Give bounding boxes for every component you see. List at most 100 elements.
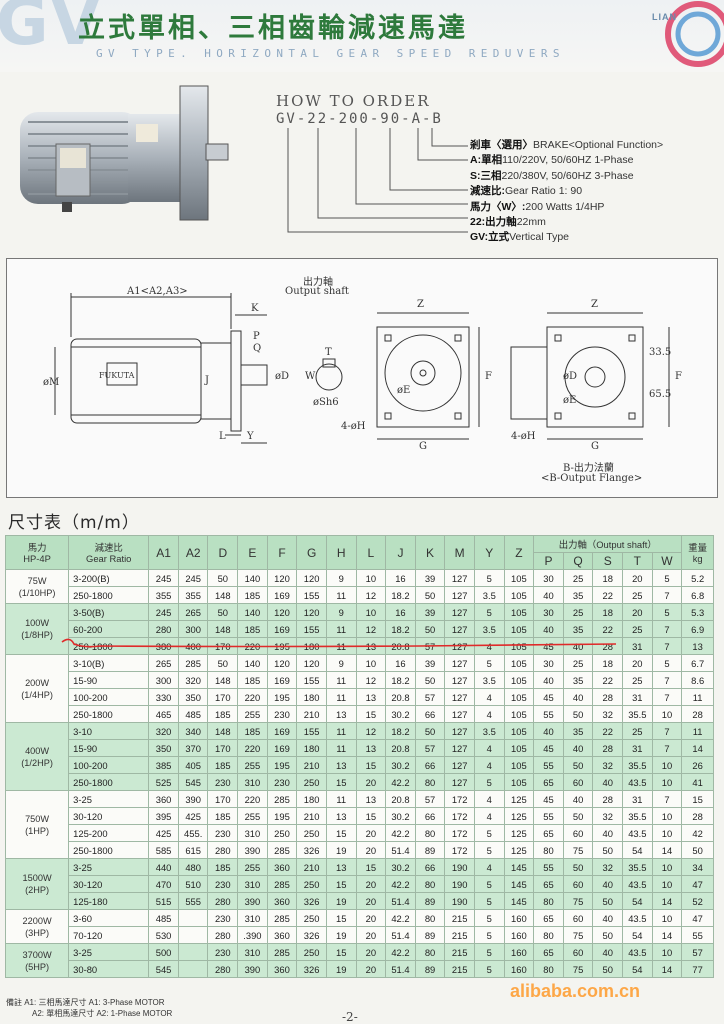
value-cell: 66 [414, 756, 446, 774]
value-cell: 41 [681, 773, 714, 791]
value-cell: 14 [651, 892, 683, 910]
value-cell: 180 [296, 790, 327, 808]
value-cell: 18.2 [385, 722, 416, 740]
flange-title-en: <B-Output Flange> [541, 473, 643, 484]
value-cell: 50 [592, 841, 624, 859]
value-cell: 265 [148, 654, 179, 672]
value-cell: 310 [237, 773, 268, 791]
value-cell: 77 [681, 960, 714, 978]
value-cell: 57 [414, 790, 446, 808]
value-cell: 55 [681, 926, 714, 944]
value-cell: 485 [177, 705, 209, 723]
value-cell: 210 [296, 807, 327, 825]
value-cell: 20 [355, 824, 387, 842]
value-cell: 11 [325, 671, 357, 689]
value-cell: 50 [414, 620, 446, 638]
header-shaft-col: Q [562, 552, 594, 570]
e-label-flange: øE [563, 395, 577, 406]
value-cell: 185 [207, 705, 239, 723]
value-cell: 545 [148, 960, 179, 978]
value-cell: 12 [355, 620, 387, 638]
value-cell: 18.2 [385, 586, 416, 604]
value-cell: 51.4 [385, 926, 416, 944]
value-cell: 7 [651, 688, 683, 706]
dim-65-5: 65.5 [649, 389, 672, 400]
value-cell: 5 [473, 875, 505, 893]
value-cell: 148 [207, 586, 239, 604]
value-cell: 15 [325, 909, 357, 927]
brand-letters: GV [0, 0, 103, 60]
value-cell: 250 [266, 824, 298, 842]
value-cell: 43.5 [622, 875, 653, 893]
value-cell: 320 [177, 671, 209, 689]
value-cell: 7 [651, 620, 683, 638]
value-cell: 22 [592, 722, 624, 740]
value-cell: 5 [473, 654, 505, 672]
value-cell: 18.2 [385, 671, 416, 689]
value-cell: 50 [414, 586, 446, 604]
value-cell: 14 [651, 841, 683, 859]
ratio-cell: 100-200 [68, 688, 150, 706]
value-cell: 15 [325, 824, 357, 842]
value-cell: 255 [237, 807, 268, 825]
model-cell: 3700W (5HP) [4, 943, 70, 978]
value-cell: 120 [296, 654, 327, 672]
value-cell: 51.4 [385, 841, 416, 859]
value-cell: 54 [622, 892, 653, 910]
value-cell: 230 [266, 705, 298, 723]
value-cell: 180 [296, 688, 327, 706]
footnote-line-1: 備註 A1: 三相馬達尺寸 A1: 3-Phase MOTOR [6, 998, 165, 1007]
value-cell: 5 [473, 960, 505, 978]
value-cell: 57 [414, 688, 446, 706]
ratio-cell: 30-120 [68, 807, 150, 825]
value-cell: 10 [355, 654, 387, 672]
value-cell: 360 [266, 858, 298, 876]
value-cell: 13 [681, 637, 714, 655]
value-cell: 28 [592, 739, 624, 757]
value-cell: 215 [444, 926, 475, 944]
value-cell: 230 [207, 909, 239, 927]
value-cell: 13 [325, 756, 357, 774]
value-cell: 89 [414, 892, 446, 910]
value-cell: 105 [503, 671, 535, 689]
q-label: Q [253, 343, 262, 354]
value-cell: 7 [651, 722, 683, 740]
value-cell: 185 [207, 858, 239, 876]
value-cell: 32 [592, 807, 624, 825]
value-cell: 40 [562, 790, 594, 808]
value-cell: 5 [473, 569, 505, 587]
value-cell: 40 [592, 875, 624, 893]
value-cell: 210 [296, 756, 327, 774]
value-cell: 12 [355, 671, 387, 689]
value-cell: 5 [651, 569, 683, 587]
value-cell: 5 [651, 654, 683, 672]
header-weight: 重量 kg [681, 535, 714, 570]
value-cell: 3.5 [473, 671, 505, 689]
header-shaft-col: S [592, 552, 624, 570]
value-cell: 75 [562, 841, 594, 859]
value-cell: 255 [237, 756, 268, 774]
ratio-cell: 30-80 [68, 960, 150, 978]
value-cell: 300 [177, 620, 209, 638]
value-cell: 390 [237, 892, 268, 910]
value-cell: 127 [444, 569, 475, 587]
value-cell: 5 [651, 603, 683, 621]
value-cell: 185 [237, 586, 268, 604]
value-cell: 105 [503, 603, 535, 621]
value-cell: 230 [207, 824, 239, 842]
value-cell: 7 [651, 790, 683, 808]
value-cell: 11 [325, 739, 357, 757]
f-label-flange: F [675, 371, 682, 382]
value-cell: 170 [207, 739, 239, 757]
g-label-front: G [419, 441, 427, 452]
value-cell: 42.2 [385, 909, 416, 927]
value-cell: 360 [266, 960, 298, 978]
value-cell: 39 [414, 569, 446, 587]
value-cell: 20.8 [385, 790, 416, 808]
value-cell: 585 [148, 841, 179, 859]
value-cell: 13 [325, 705, 357, 723]
